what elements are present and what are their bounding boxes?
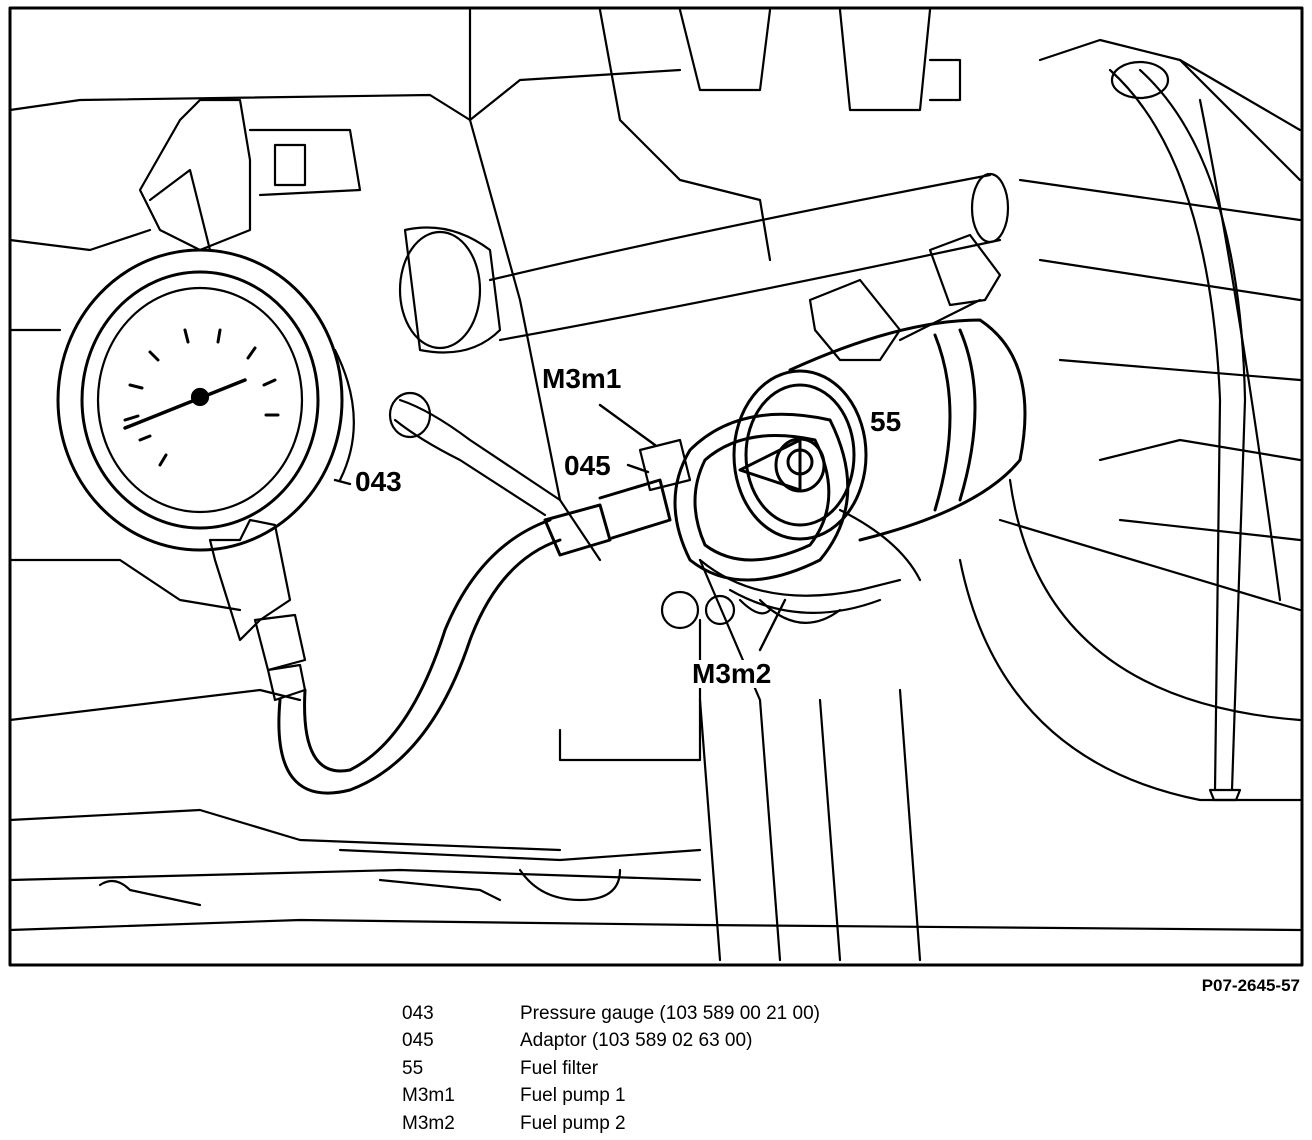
test-hose (277, 478, 672, 795)
legend-row: 043 Pressure gauge (103 589 00 21 00) (402, 1000, 820, 1028)
legend-code: 043 (402, 1002, 434, 1024)
legend-code: M3m1 (402, 1085, 455, 1107)
legend-description: Fuel pump 2 (520, 1112, 626, 1134)
legend-row: M3m2 Fuel pump 2 (402, 1110, 820, 1138)
gauge-bracket (138, 98, 362, 252)
callout-M3m1: M3m1 (540, 363, 624, 394)
callout-045: 045 (562, 450, 613, 481)
vent-tube (1108, 60, 1247, 802)
fuel-pumps (660, 508, 922, 630)
figure-reference-id: P07-2645-57 (1201, 976, 1300, 995)
fuel-filter-55 (732, 318, 1027, 542)
callout-043: 043 (353, 466, 404, 497)
legend-row: 045 Adaptor (103 589 02 63 00) (402, 1028, 820, 1056)
legend-code: 045 (402, 1030, 434, 1052)
electrical-connectors (808, 233, 1002, 362)
figure-frame (8, 6, 1304, 967)
adaptor-045 (388, 391, 692, 517)
leader-043 (333, 478, 352, 486)
callout-55: 55 (870, 406, 902, 437)
legend-description: Fuel pump 1 (520, 1085, 626, 1107)
legend-row: M3m1 Fuel pump 1 (402, 1083, 820, 1111)
parts-legend: 043 Pressure gauge (103 589 00 21 00) 04… (402, 1000, 820, 1138)
pump-clamp (673, 412, 850, 582)
leader-M3m1 (598, 403, 657, 447)
legend-description: Fuel filter (520, 1057, 599, 1079)
fuel-pressure-test-illustration (8, 6, 1304, 967)
pressure-gauge-043 (56, 248, 355, 702)
callout-leaders (333, 403, 787, 652)
legend-description: Adaptor (103 589 02 63 00) (520, 1030, 753, 1052)
leader-045 (626, 463, 650, 474)
legend-code: M3m2 (402, 1112, 455, 1134)
legend-row: 55 Fuel filter (402, 1055, 820, 1083)
legend-description: Pressure gauge (103 589 00 21 00) (520, 1002, 820, 1024)
upper-fuel-rail (398, 172, 1010, 354)
leader-M3m2 (758, 598, 787, 652)
engine-bay-structure (8, 8, 1302, 962)
callout-M3m2: M3m2 (690, 658, 774, 689)
legend-code: 55 (402, 1057, 424, 1079)
